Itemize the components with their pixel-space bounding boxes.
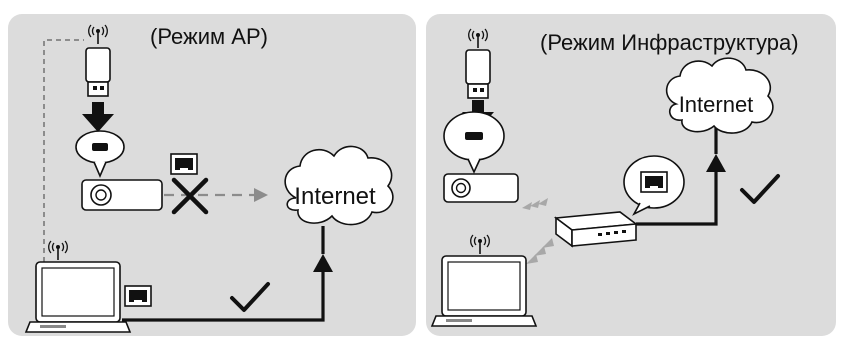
down-arrow-icon: [82, 102, 114, 132]
laptop-icon: [431, 255, 537, 327]
projector-icon: [81, 179, 163, 211]
panel-infrastructure-title: (Режим Инфраструктура): [540, 30, 799, 55]
usb-port-icon: [443, 111, 505, 174]
usb-port-icon: [75, 130, 125, 179]
internet-cloud: Internet: [284, 145, 394, 226]
lan-port-icon: [170, 153, 198, 175]
blocked-link-arrowhead: [254, 188, 268, 202]
panel-ap-title: (Режим AP): [150, 24, 268, 49]
wired-link-arrowhead: [706, 154, 726, 172]
wireless-signal-laptop: [526, 238, 554, 264]
wired-link-arrowhead: [313, 254, 333, 272]
usb-wifi-dongle-icon: [465, 49, 491, 99]
panel-ap: (Режим AP): [8, 14, 416, 336]
usb-wifi-dongle-icon: [85, 47, 111, 97]
cross-icon: [171, 177, 209, 215]
lan-port-icon: [623, 155, 685, 216]
laptop-icon: [25, 261, 131, 333]
wireless-signal-projector: [522, 198, 548, 210]
wireless-dashed-link: [43, 39, 84, 262]
internet-cloud: Internet: [665, 57, 774, 134]
internet-label: Internet: [679, 92, 754, 117]
internet-label: Internet: [294, 183, 376, 210]
wired-link: [636, 170, 718, 226]
panel-ap-background: [8, 14, 416, 336]
router-icon: [553, 211, 639, 248]
panel-infrastructure: (Режим Инфраструктура): [426, 14, 836, 336]
lan-port-icon: [124, 285, 152, 307]
projector-icon: [443, 173, 519, 203]
wired-link: [122, 270, 325, 322]
